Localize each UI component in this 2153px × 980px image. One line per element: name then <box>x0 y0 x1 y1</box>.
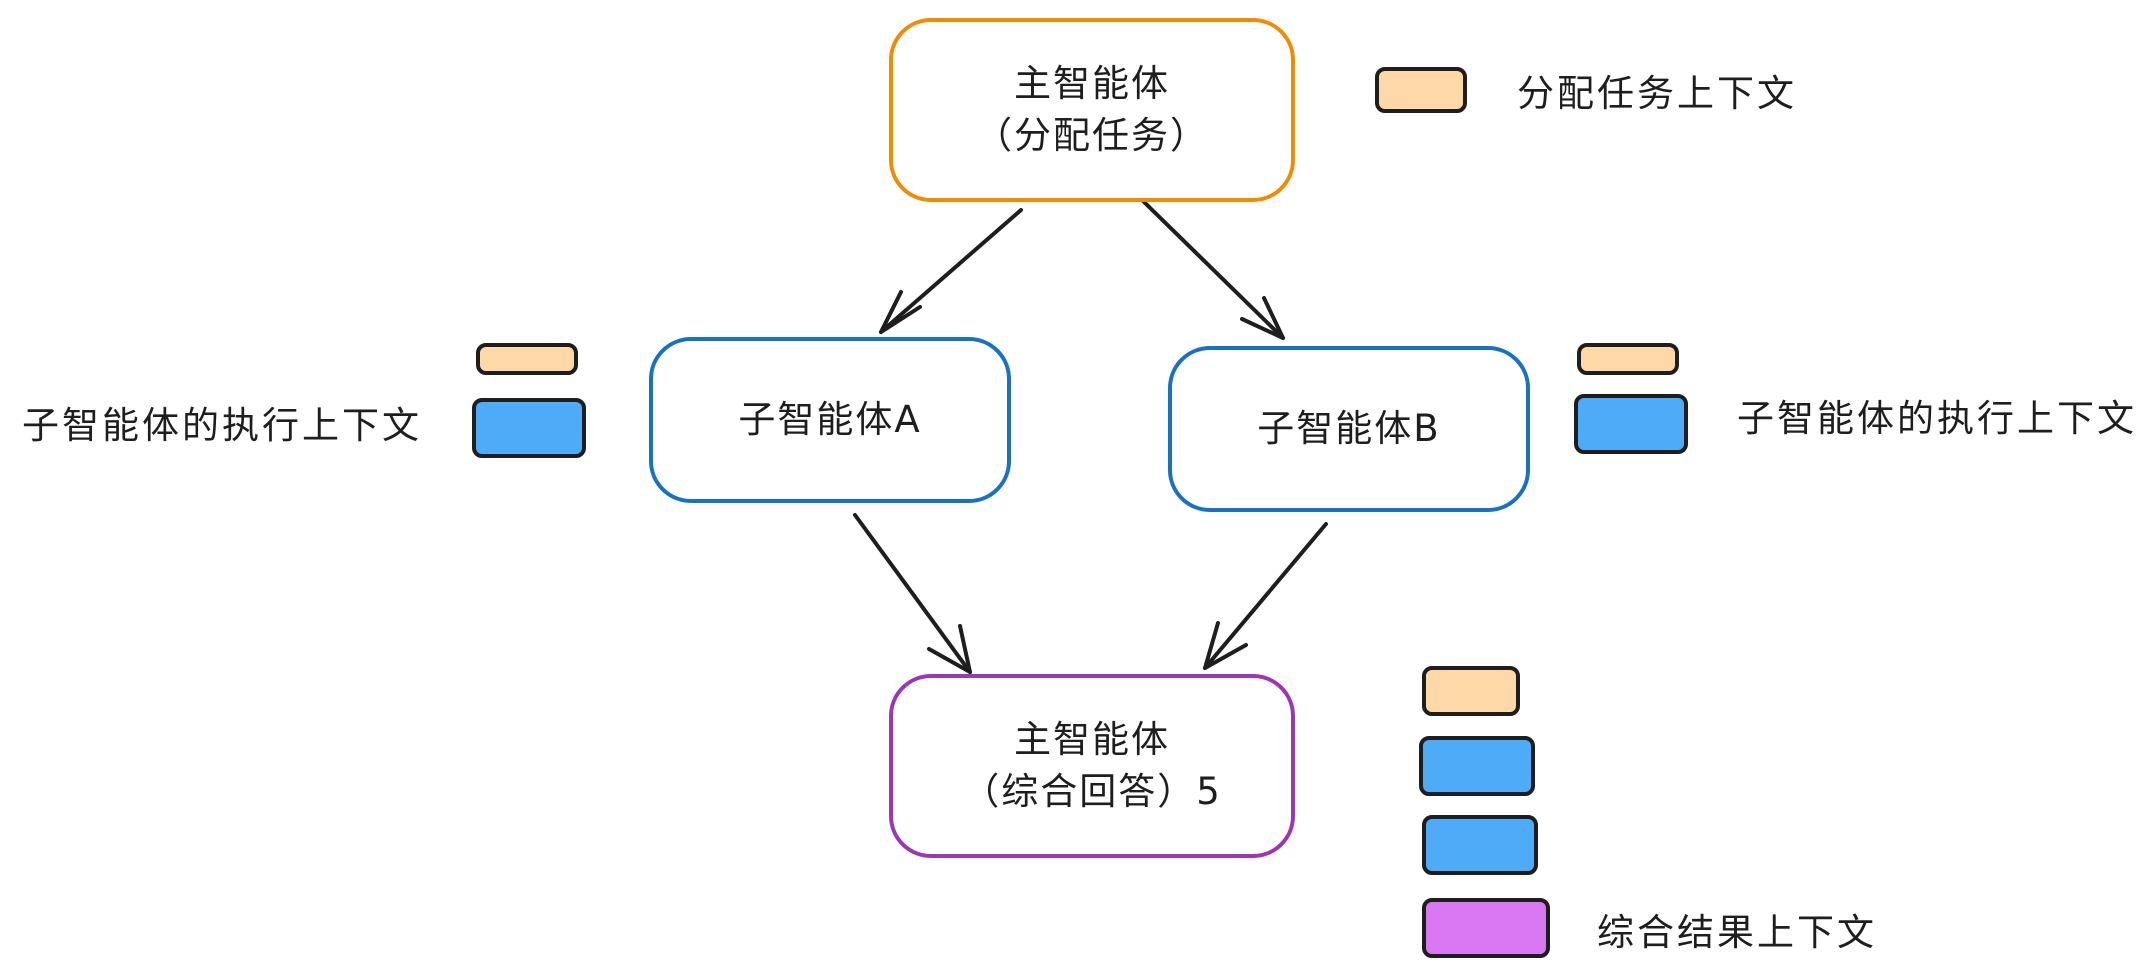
synth-exec-context-b-swatch <box>1422 815 1538 875</box>
sub-a-exec-context-label: 子智能体的执行上下文 <box>22 404 422 447</box>
sub-a-exec-context-swatch <box>472 398 586 458</box>
assign-task-subtitle: （分配任务） <box>975 114 1209 157</box>
synth-result-context-swatch <box>1422 898 1550 958</box>
sub-b-exec-context-label: 子智能体的执行上下文 <box>1737 397 2137 440</box>
main-agent-title-bottom: 主智能体 <box>1014 718 1170 761</box>
synthesize-answer-subtitle: （综合回答）5 <box>962 770 1222 813</box>
sub-agent-a-node: 子智能体A <box>649 337 1011 503</box>
main-agent-title: 主智能体 <box>1014 62 1170 105</box>
sub-b-exec-context-swatch <box>1574 394 1688 454</box>
sub-agent-a-label: 子智能体A <box>738 398 922 441</box>
arrow-main-to-sub-a <box>879 208 1023 334</box>
assign-context-label: 分配任务上下文 <box>1517 72 1797 115</box>
arrow-sub-a-to-main <box>853 513 972 674</box>
main-agent-synthesize-node: 主智能体 （综合回答）5 <box>889 674 1295 858</box>
arrow-main-to-sub-b <box>1140 198 1285 340</box>
sub-agent-b-label: 子智能体B <box>1257 407 1441 450</box>
synth-assign-context-swatch <box>1422 666 1520 716</box>
sub-a-assign-context-swatch <box>476 343 578 375</box>
arrow-sub-b-to-main <box>1203 522 1328 670</box>
sub-b-assign-context-swatch <box>1577 343 1679 375</box>
main-agent-assign-node: 主智能体 （分配任务） <box>889 18 1295 202</box>
assign-context-swatch <box>1375 67 1467 113</box>
sub-agent-b-node: 子智能体B <box>1168 346 1530 512</box>
synth-result-context-label: 综合结果上下文 <box>1597 911 1877 954</box>
synth-exec-context-a-swatch <box>1419 736 1535 796</box>
